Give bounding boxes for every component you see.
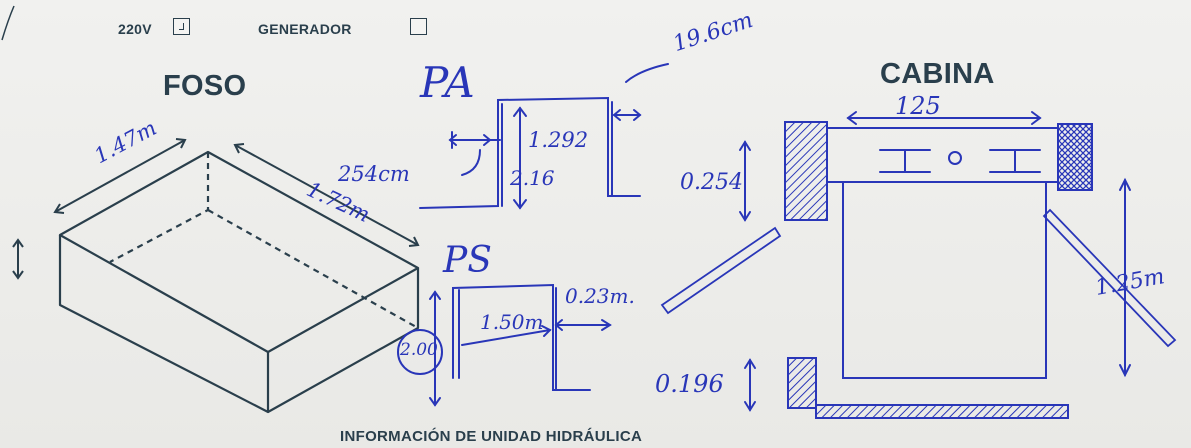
checkbox-generador[interactable] [410, 18, 427, 35]
cabina-width-value: 125 [895, 92, 941, 120]
ps-label: PS [443, 240, 492, 281]
option-generador-label: GENERADOR [258, 21, 352, 37]
hydraulic-unit-section-title: INFORMACIÓN DE UNIDAD HIDRÁULICA [340, 428, 643, 445]
foso-width-arrow-icon [53, 138, 187, 214]
corner-mark [1, 5, 15, 41]
pa-door-sketch [419, 63, 669, 210]
pa-height-value: 2.16 [510, 166, 555, 190]
option-220v-label: 220V [118, 21, 152, 37]
pa-width-value: 254cm [338, 162, 410, 186]
cabina-sketch [739, 111, 1131, 419]
foso-title: FOSO [163, 70, 247, 102]
ps-height-value: 2.00 [400, 340, 438, 360]
pa-label: PA [420, 58, 475, 107]
foso-height-arrow-icon [12, 238, 24, 280]
pa-door-value: 1.292 [528, 128, 589, 152]
ps-wall-value: 0.23m. [565, 284, 635, 308]
ps-door-sketch [397, 283, 612, 407]
checkbox-220v[interactable] [173, 18, 190, 35]
cabina-title: CABINA [880, 58, 995, 90]
cabina-top-gap-value: 0.254 [680, 170, 743, 195]
foso-pit-drawing [58, 150, 420, 414]
ps-width-value: 1.50m [480, 310, 544, 334]
check-mark-icon [179, 23, 184, 30]
cabina-bottom-gap-value: 0.196 [655, 370, 724, 398]
foso-length-arrow-icon [233, 143, 420, 247]
